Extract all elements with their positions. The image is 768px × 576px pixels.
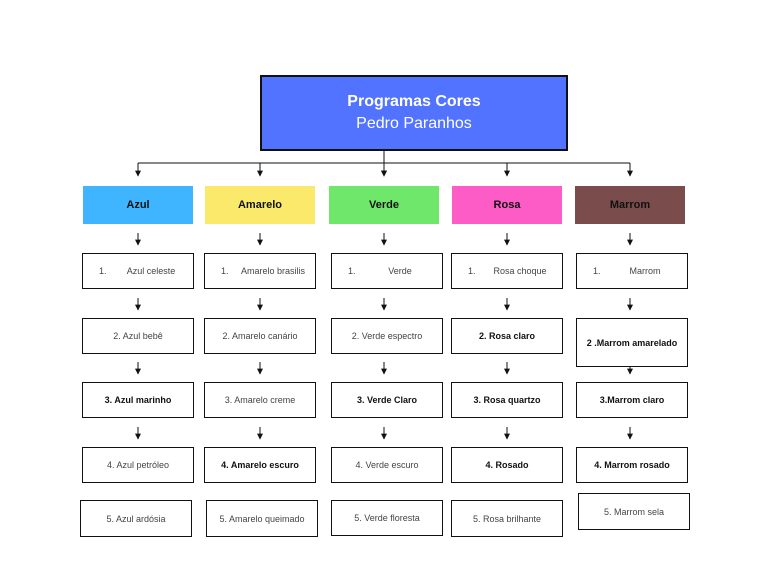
item-rosa-3: 3. Rosa quartzo — [451, 382, 563, 418]
item-amarelo-3: 3. Amarelo creme — [204, 382, 316, 418]
item-marrom-2: 2 .Marrom amarelado — [576, 318, 688, 367]
item-label: Azul celeste — [126, 266, 176, 276]
item-amarelo-5: 5. Amarelo queimado — [206, 500, 318, 537]
item-verde-3: 3. Verde Claro — [331, 382, 443, 418]
item-label: Rosa choque — [493, 266, 547, 276]
item-marrom-4: 4. Marrom rosado — [576, 447, 688, 483]
item-amarelo-1: 1. Amarelo brasilis — [204, 253, 316, 289]
item-number: 1. — [468, 266, 476, 276]
item-azul-1: 1. Azul celeste — [82, 253, 194, 289]
header-verde: Verde — [329, 186, 439, 224]
item-label: 2. Azul bebê — [113, 331, 163, 341]
header-rosa: Rosa — [452, 186, 562, 224]
item-label: 3. Rosa quartzo — [473, 395, 541, 405]
item-verde-5: 5. Verde floresta — [331, 500, 443, 536]
header-marrom: Marrom — [575, 186, 685, 224]
item-label: 5. Marrom sela — [603, 506, 665, 517]
item-rosa-1: 1. Rosa choque — [451, 253, 563, 289]
item-number: 1. — [348, 266, 356, 276]
item-number: 1. — [593, 266, 601, 276]
item-number: 1. — [221, 266, 229, 276]
item-label: 2. Amarelo canário — [222, 331, 298, 341]
item-label: 4. Marrom rosado — [594, 460, 670, 470]
header-amarelo: Amarelo — [205, 186, 315, 224]
item-azul-3: 3. Azul marinho — [82, 382, 194, 418]
item-label: Amarelo brasilis — [240, 266, 306, 276]
item-label: 2. Verde espectro — [351, 331, 423, 341]
item-label: 2 .Marrom amarelado — [586, 337, 678, 348]
item-azul-2: 2. Azul bebê — [82, 318, 194, 354]
item-label: 2. Rosa claro — [478, 331, 536, 341]
item-label: 4. Rosado — [485, 460, 529, 470]
item-label: 3. Amarelo creme — [224, 395, 296, 405]
item-label: 3. Verde Claro — [356, 395, 418, 405]
item-amarelo-2: 2. Amarelo canário — [204, 318, 316, 354]
item-number: 1. — [99, 266, 107, 276]
item-marrom-5: 5. Marrom sela — [578, 493, 690, 530]
title-box: Programas Cores Pedro Paranhos — [260, 75, 568, 151]
item-azul-4: 4. Azul petróleo — [82, 447, 194, 483]
item-label: 3. Azul marinho — [104, 395, 172, 405]
item-label: Verde — [388, 266, 412, 276]
item-verde-2: 2. Verde espectro — [331, 318, 443, 354]
item-label: 4. Amarelo escuro — [221, 460, 299, 470]
item-label: 5. Amarelo queimado — [219, 513, 305, 524]
item-amarelo-4: 4. Amarelo escuro — [204, 447, 316, 483]
item-label: 5. Rosa brilhante — [472, 513, 542, 524]
item-label: 3.Marrom claro — [599, 395, 665, 405]
item-label: 5. Azul ardósia — [106, 513, 166, 524]
item-marrom-1: 1. Marrom — [576, 253, 688, 289]
item-label: 4. Verde escuro — [355, 460, 419, 470]
item-verde-1: 1. Verde — [331, 253, 443, 289]
item-rosa-4: 4. Rosado — [451, 447, 563, 483]
item-label: Marrom — [629, 266, 661, 276]
title-line-1: Programas Cores — [347, 93, 481, 110]
item-rosa-5: 5. Rosa brilhante — [451, 500, 563, 537]
item-label: 5. Verde floresta — [354, 513, 420, 523]
item-verde-4: 4. Verde escuro — [331, 447, 443, 483]
item-azul-5: 5. Azul ardósia — [80, 500, 192, 537]
item-rosa-2: 2. Rosa claro — [451, 318, 563, 354]
title-line-2: Pedro Paranhos — [356, 115, 472, 132]
header-azul: Azul — [83, 186, 193, 224]
item-marrom-3: 3.Marrom claro — [576, 382, 688, 418]
item-label: 4. Azul petróleo — [106, 460, 170, 470]
